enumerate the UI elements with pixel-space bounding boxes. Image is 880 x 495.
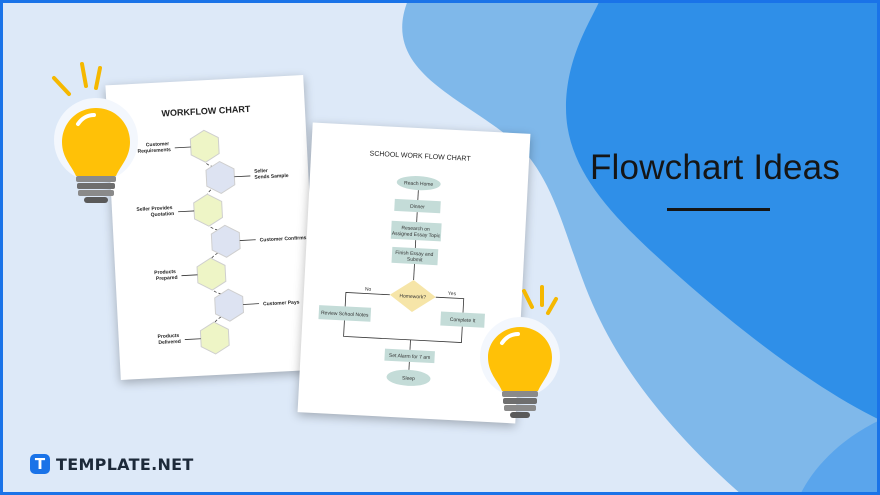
node-reach-home-label: Reach Home bbox=[404, 180, 434, 188]
node-research-topic-label: Research on Assigned Essay Topic bbox=[392, 225, 442, 240]
node-complete-it-label: Complete It bbox=[450, 317, 476, 324]
branch-no-label: No bbox=[365, 286, 372, 292]
hexagon-node bbox=[210, 224, 241, 258]
workflow-chart-document: WORKFLOW CHART bbox=[105, 75, 319, 380]
template-logo-icon: T bbox=[30, 454, 50, 474]
wave-dark-bottom bbox=[800, 420, 880, 495]
label-products-prepared: Products Prepared bbox=[154, 269, 178, 282]
school-flowchart-document: SCHOOL WORK FLOW CHART Reach Home Dinner bbox=[297, 122, 531, 424]
node-set-alarm-label: Set Alarm for 7 am bbox=[389, 353, 431, 361]
lightbulb-icon bbox=[480, 285, 560, 418]
node-dinner-label: Dinner bbox=[410, 204, 425, 211]
node-review-notes bbox=[318, 305, 372, 322]
label-products-delivered: Products Delivered bbox=[157, 333, 181, 346]
node-homework-decision bbox=[389, 279, 436, 312]
node-complete-it bbox=[440, 311, 485, 328]
headline-underline bbox=[667, 208, 770, 211]
hexagon-node bbox=[196, 257, 227, 291]
hexagon-node bbox=[189, 129, 220, 163]
hexagon-node bbox=[193, 193, 224, 227]
workflow-label-arrows bbox=[174, 146, 260, 340]
node-finish-essay bbox=[391, 246, 439, 266]
school-flowchart-diagram: SCHOOL WORK FLOW CHART Reach Home Dinner bbox=[318, 151, 485, 386]
node-homework-label: Homework? bbox=[399, 293, 426, 300]
label-seller-provides-quotation: Seller Provides Quotation bbox=[136, 205, 174, 219]
label-customer-requirements: Customer Requirements bbox=[137, 141, 171, 155]
lightbulb-icon bbox=[52, 62, 138, 203]
hexagon-node bbox=[199, 321, 230, 355]
node-dinner bbox=[394, 198, 441, 214]
hexagon-node bbox=[205, 160, 236, 195]
workflow-title: WORKFLOW CHART bbox=[161, 104, 251, 119]
node-set-alarm bbox=[384, 348, 435, 364]
school-title: SCHOOL WORK FLOW CHART bbox=[369, 151, 471, 163]
node-review-notes-label: Review School Notes bbox=[321, 310, 369, 319]
label-seller-sends-sample: Seller Sends Sample bbox=[254, 167, 289, 181]
node-sleep-label: Sleep bbox=[402, 376, 415, 383]
headline: Flowchart Ideas bbox=[589, 148, 841, 187]
brand-name: TEMPLATE.NET bbox=[56, 454, 194, 474]
workflow-chart-diagram: WORKFLOW CHART bbox=[136, 104, 307, 355]
hexagon-node bbox=[214, 288, 245, 322]
node-finish-essay-label: Finish Essay and Submit bbox=[395, 250, 435, 264]
label-customer-confirms: Customer Confirms bbox=[260, 235, 307, 243]
node-sleep bbox=[386, 369, 431, 386]
node-research-topic bbox=[390, 220, 442, 242]
node-reach-home bbox=[396, 176, 441, 191]
label-customer-pays: Customer Pays bbox=[263, 300, 300, 308]
branch-yes-label: Yes bbox=[448, 291, 457, 297]
brand-logo[interactable]: T TEMPLATE.NET bbox=[30, 454, 194, 474]
school-connectors bbox=[343, 190, 465, 370]
